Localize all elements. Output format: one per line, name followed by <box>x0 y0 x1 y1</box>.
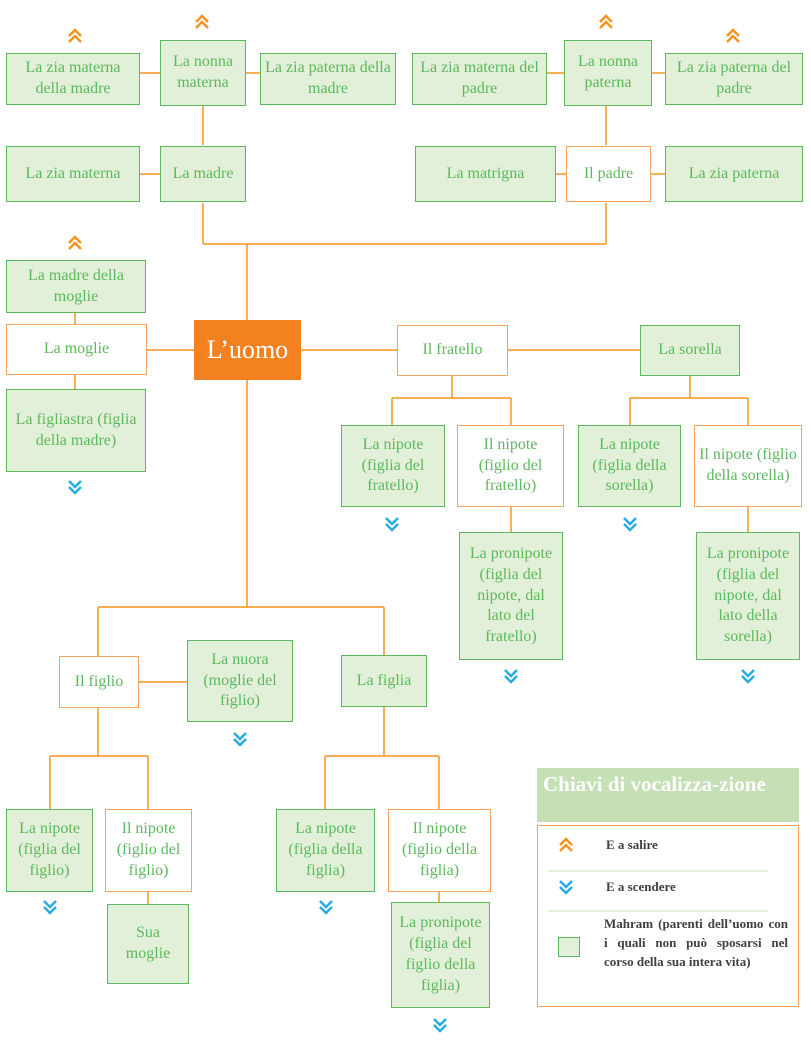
legend-divider <box>548 870 768 872</box>
node-zia-paterna-padre: La zia paterna del padre <box>665 53 803 105</box>
node-nipote-f-figlio: La nipote (figlia del figlio) <box>6 809 93 892</box>
double-chevron-down-icon <box>385 517 399 532</box>
node-nuora: La nuora (moglie del figlio) <box>187 640 293 722</box>
node-nipote-f-sorella: La nipote (figlia della sorella) <box>578 425 681 507</box>
double-chevron-down-icon <box>68 480 82 495</box>
node-zia-materna-padre: La zia materna del padre <box>412 53 547 105</box>
double-chevron-down-icon <box>319 900 333 915</box>
double-chevron-down-icon <box>559 880 573 895</box>
node-madre: La madre <box>160 146 246 202</box>
double-chevron-down-icon <box>504 669 518 684</box>
node-matrigna: La matrigna <box>415 146 556 202</box>
legend-up-label: E a salire <box>606 837 658 852</box>
node-zia-paterna-madre: La zia paterna della madre <box>260 53 396 105</box>
double-chevron-up-icon <box>726 28 740 43</box>
node-madre-moglie: La madre della moglie <box>6 260 146 313</box>
node-figlio: Il figlio <box>59 656 139 708</box>
node-pronipote-figlia: La pronipote (figlia del figlio della fi… <box>391 902 490 1008</box>
double-chevron-up-icon <box>68 28 82 43</box>
node-nipote-m-figlio: Il nipote (figlio del figlio) <box>105 809 192 892</box>
legend-divider <box>548 910 768 912</box>
legend-box: E a salire E a scendere Mahram (parenti … <box>537 825 799 1007</box>
double-chevron-down-icon <box>233 732 247 747</box>
double-chevron-up-icon <box>559 837 573 852</box>
node-padre: Il padre <box>566 146 651 202</box>
node-pronipote-fratello: La pronipote (figlia del nipote, dal lat… <box>459 532 563 660</box>
node-nonna-materna: La nonna materna <box>160 40 246 106</box>
node-nipote-m-sorella: Il nipote (figlio della sorella) <box>694 425 802 507</box>
double-chevron-up-icon <box>599 14 613 29</box>
double-chevron-up-icon <box>195 14 209 29</box>
node-sua-moglie: Sua moglie <box>107 904 189 984</box>
node-nipote-m-fratello: Il nipote (figlio del fratello) <box>457 425 564 507</box>
node-sorella: La sorella <box>640 325 740 376</box>
legend-down-label: E a scendere <box>606 879 676 894</box>
node-pronipote-sorella: La pronipote (figlia del nipote, dal lat… <box>696 532 800 660</box>
node-zia-materna: La zia materna <box>6 146 140 202</box>
node-figliastra: La figliastra (figlia della madre) <box>6 389 146 472</box>
node-figlia: La figlia <box>341 655 427 707</box>
legend-mahram-label: Mahram (parenti dell’uomo con i quali no… <box>604 916 788 969</box>
mahram-swatch <box>558 937 580 957</box>
node-fratello: Il fratello <box>397 325 508 376</box>
legend-title: Chiavi di vocalizza-zione <box>537 768 799 822</box>
node-zia-paterna: La zia paterna <box>665 146 803 202</box>
node-nonna-paterna: La nonna paterna <box>564 40 652 106</box>
node-zia-materna-madre: La zia materna della madre <box>6 53 140 105</box>
double-chevron-down-icon <box>623 517 637 532</box>
node-nipote-f-fratello: La nipote (figlia del fratello) <box>341 425 445 507</box>
node-moglie: La moglie <box>6 324 147 375</box>
double-chevron-up-icon <box>68 235 82 250</box>
node-nipote-f-figlia: La nipote (figlia della figlia) <box>276 809 375 892</box>
double-chevron-down-icon <box>43 900 57 915</box>
double-chevron-down-icon <box>741 669 755 684</box>
node-nipote-m-figlia: Il nipote (figlio della figlia) <box>388 809 491 892</box>
node-uomo: L’uomo <box>194 320 301 380</box>
double-chevron-down-icon <box>433 1018 447 1033</box>
